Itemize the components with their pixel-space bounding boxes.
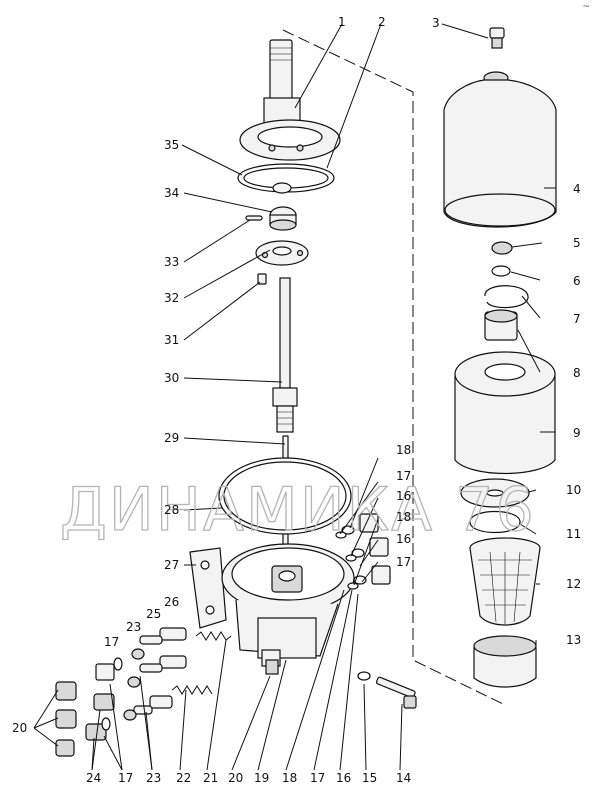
part-20-plug-a — [55, 681, 77, 701]
callout-12: 12 — [566, 577, 581, 591]
callout-25: 25 — [146, 607, 161, 621]
part-7-snap-ring — [484, 285, 529, 309]
callout-28: 28 — [164, 503, 179, 517]
callout-34: 34 — [164, 186, 179, 200]
part-33-pin — [245, 215, 263, 221]
bottom-callout-15: 15 — [362, 771, 377, 785]
callout-9: 9 — [573, 426, 581, 440]
callout-33: 33 — [164, 255, 179, 269]
part-10-washer — [460, 478, 530, 508]
callout-16-a: 16 — [396, 489, 411, 503]
part-5-nut — [491, 241, 513, 255]
part-27-housing — [189, 543, 355, 675]
callout-16-b: 16 — [396, 532, 411, 546]
bottom-callout-21: 21 — [203, 771, 218, 785]
part-35-oring — [237, 163, 335, 194]
callout-3: 3 — [432, 16, 440, 30]
callout-4: 4 — [573, 182, 581, 196]
bottom-callout-23: 23 — [146, 771, 161, 785]
callout-1: 1 — [338, 15, 346, 29]
part-1-cover-nozzle — [239, 39, 341, 161]
part-22-spring — [171, 685, 213, 695]
part-18-plug-mid — [345, 537, 389, 562]
bottom-callout-17: 17 — [118, 771, 133, 785]
bottom-callout-16: 16 — [336, 771, 351, 785]
callout-17-b: 17 — [396, 555, 411, 569]
part-20-plug-c — [55, 739, 75, 757]
part-13-bottom-cup — [473, 635, 537, 688]
callout-17-left: 17 — [104, 635, 119, 649]
part-18-plug-low — [347, 565, 391, 590]
part-8-bushing — [484, 309, 518, 341]
callout-6: 6 — [573, 274, 581, 288]
part-24-plug-b — [85, 717, 111, 741]
callout-26: 26 — [164, 595, 179, 609]
callout-18-b: 18 — [396, 510, 411, 524]
part-24-plug-a — [93, 693, 115, 711]
callout-13: 13 — [566, 633, 581, 647]
callout-27: 27 — [164, 558, 179, 572]
bottom-callout-24: 24 — [86, 771, 101, 785]
bottom-row-callouts: 24 17 23 22 21 20 19 18 17 16 15 14 — [86, 771, 411, 785]
callout-20-left: 20 — [12, 721, 27, 735]
callout-30: 30 — [164, 371, 179, 385]
callout-18-a: 18 — [396, 443, 411, 457]
callout-17-a: 17 — [396, 469, 411, 483]
part-12-mesh-strainer — [469, 537, 541, 626]
part-6-washer — [491, 265, 511, 277]
part-32-flange — [255, 240, 309, 266]
part-9-filter-element — [454, 351, 556, 474]
part-14-bolt — [375, 676, 417, 709]
part-25-valve-top — [131, 627, 187, 660]
part-15-washer — [357, 671, 371, 681]
right-column-callouts: 18 17 16 18 16 17 — [396, 443, 411, 569]
part-34-nut — [269, 206, 297, 231]
part-3-valve-cap — [489, 27, 505, 49]
part-31-key — [257, 273, 267, 285]
callout-23-top: 23 — [126, 620, 141, 634]
part-20-plug-b — [55, 709, 77, 729]
bottom-callout-19: 19 — [254, 771, 269, 785]
part-23-valve-mid — [127, 655, 187, 688]
corner-mark: ~ — [582, 2, 590, 12]
part-28-gasket — [218, 457, 352, 535]
callout-32: 32 — [164, 291, 179, 305]
callout-5: 5 — [573, 236, 581, 250]
callout-labels: 1 2 3 4 5 6 7 8 9 10 11 12 13 35 34 33 3… — [12, 15, 581, 735]
part-26-spring — [195, 631, 232, 641]
callout-8: 8 — [573, 366, 581, 380]
part-30-shaft — [272, 277, 298, 433]
bottom-callout-22: 22 — [176, 771, 191, 785]
watermark: ДИНАМИКА 76 — [60, 475, 536, 545]
assembly-dash-outline — [282, 29, 506, 706]
callout-31: 31 — [164, 333, 179, 347]
bottom-callout-20: 20 — [228, 771, 243, 785]
bottom-callout-14: 14 — [396, 771, 411, 785]
callout-11: 11 — [566, 527, 581, 541]
part-4-filter-bowl — [443, 71, 557, 228]
callout-7: 7 — [573, 312, 581, 326]
callout-10: 10 — [566, 483, 581, 497]
callout-2: 2 — [378, 15, 386, 29]
leader-lines — [181, 23, 556, 646]
part-17-nipple — [95, 657, 123, 681]
bottom-callout-17b: 17 — [310, 771, 325, 785]
part-11-ring — [469, 511, 521, 533]
callout-29: 29 — [164, 431, 179, 445]
bottom-callout-18: 18 — [282, 771, 297, 785]
part-23-valve-low — [123, 695, 173, 721]
bottom-leader-lines — [33, 589, 403, 771]
callout-35: 35 — [164, 138, 179, 152]
